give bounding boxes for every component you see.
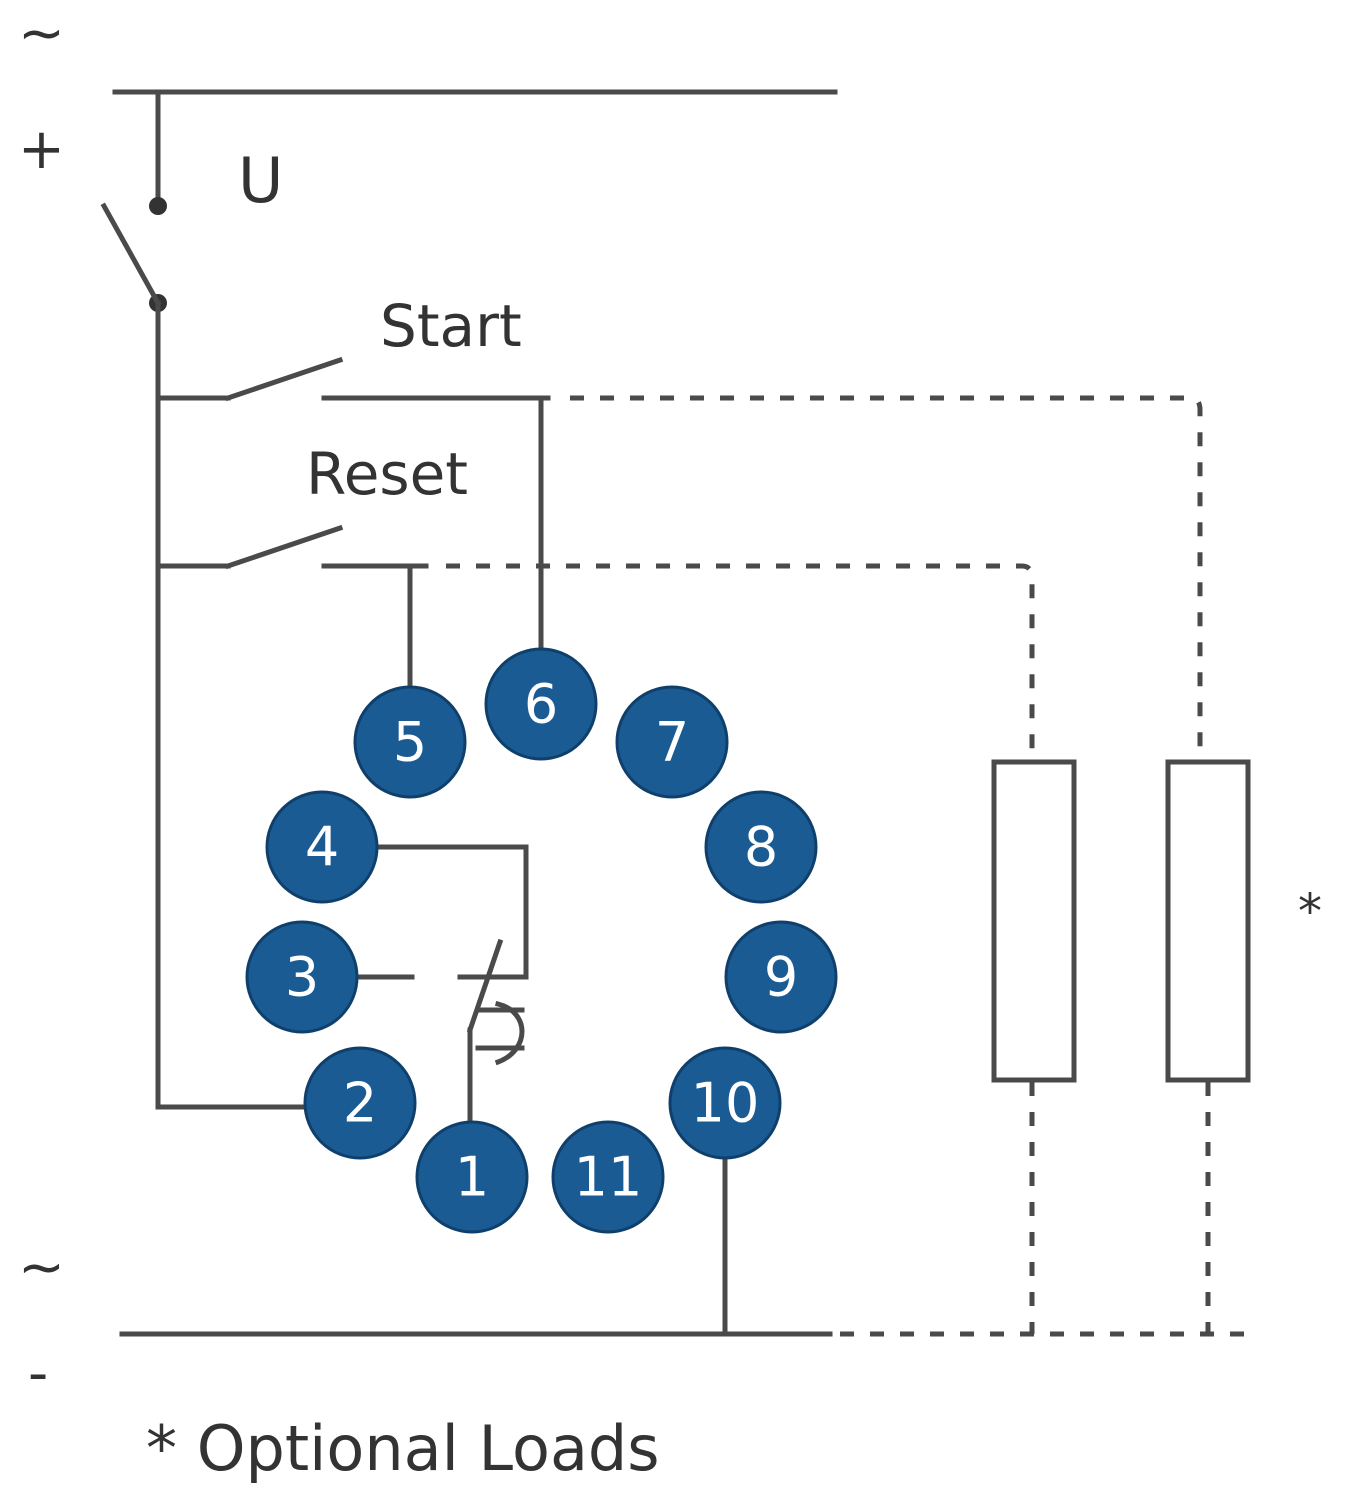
pin-circle [724,920,838,1034]
pin-circle [615,685,729,799]
pin-number: 7 [655,711,689,774]
pin-1: 1 [415,1120,529,1234]
reset-optional-load-wire [446,563,1035,750]
reset-label: Reset [306,440,468,508]
optional-marker: * [1298,884,1322,940]
pin-number: 1 [455,1146,489,1209]
pin-circle [415,1120,529,1234]
internal-contact [355,844,529,1125]
reset-contact [155,524,429,693]
pin-number: 2 [343,1072,377,1135]
pin-number: 11 [574,1146,643,1209]
bottom-minus-symbol: - [28,1341,48,1406]
pin-7: 7 [615,685,729,799]
start-optional-load-wire [570,395,1203,750]
top-ac-symbol: ~ [18,1,65,66]
pin-circle [668,1046,782,1160]
pin-number: 10 [691,1072,760,1135]
supply-voltage-label: U [238,144,283,217]
pin-circle [353,685,467,799]
pin-number: 9 [764,946,798,1009]
footnote: * Optional Loads [146,1412,660,1485]
pin-11: 11 [551,1120,665,1234]
pin-6: 6 [484,647,598,761]
pin-5: 5 [353,685,467,799]
pin-number: 8 [744,816,778,879]
pin-2: 2 [303,1046,417,1160]
top-plus-symbol: + [18,117,65,182]
pin-10: 10 [668,1046,782,1160]
start-contact [155,356,551,653]
pin-number: 6 [524,673,558,736]
pin-3: 3 [245,920,359,1034]
pin-circle [265,790,379,904]
bottom-ac-symbol: ~ [18,1235,65,1300]
pin-number: 4 [305,816,339,879]
start-label: Start [380,292,522,360]
main-switch [100,89,167,312]
pin-circle [704,790,818,904]
pin-circle [303,1046,417,1160]
pin-number: 3 [285,946,319,1009]
pin-9: 9 [724,920,838,1034]
pin-4: 4 [265,790,379,904]
pin-circle [245,920,359,1034]
pin-number: 5 [393,711,427,774]
pin-8: 8 [704,790,818,904]
optional-load-2 [1165,759,1251,1334]
pin-circle [484,647,598,761]
pin-circle [551,1120,665,1234]
optional-load-1 [991,759,1077,1334]
relay-pins: 1 23 45 6 78 910 11 [245,647,838,1234]
